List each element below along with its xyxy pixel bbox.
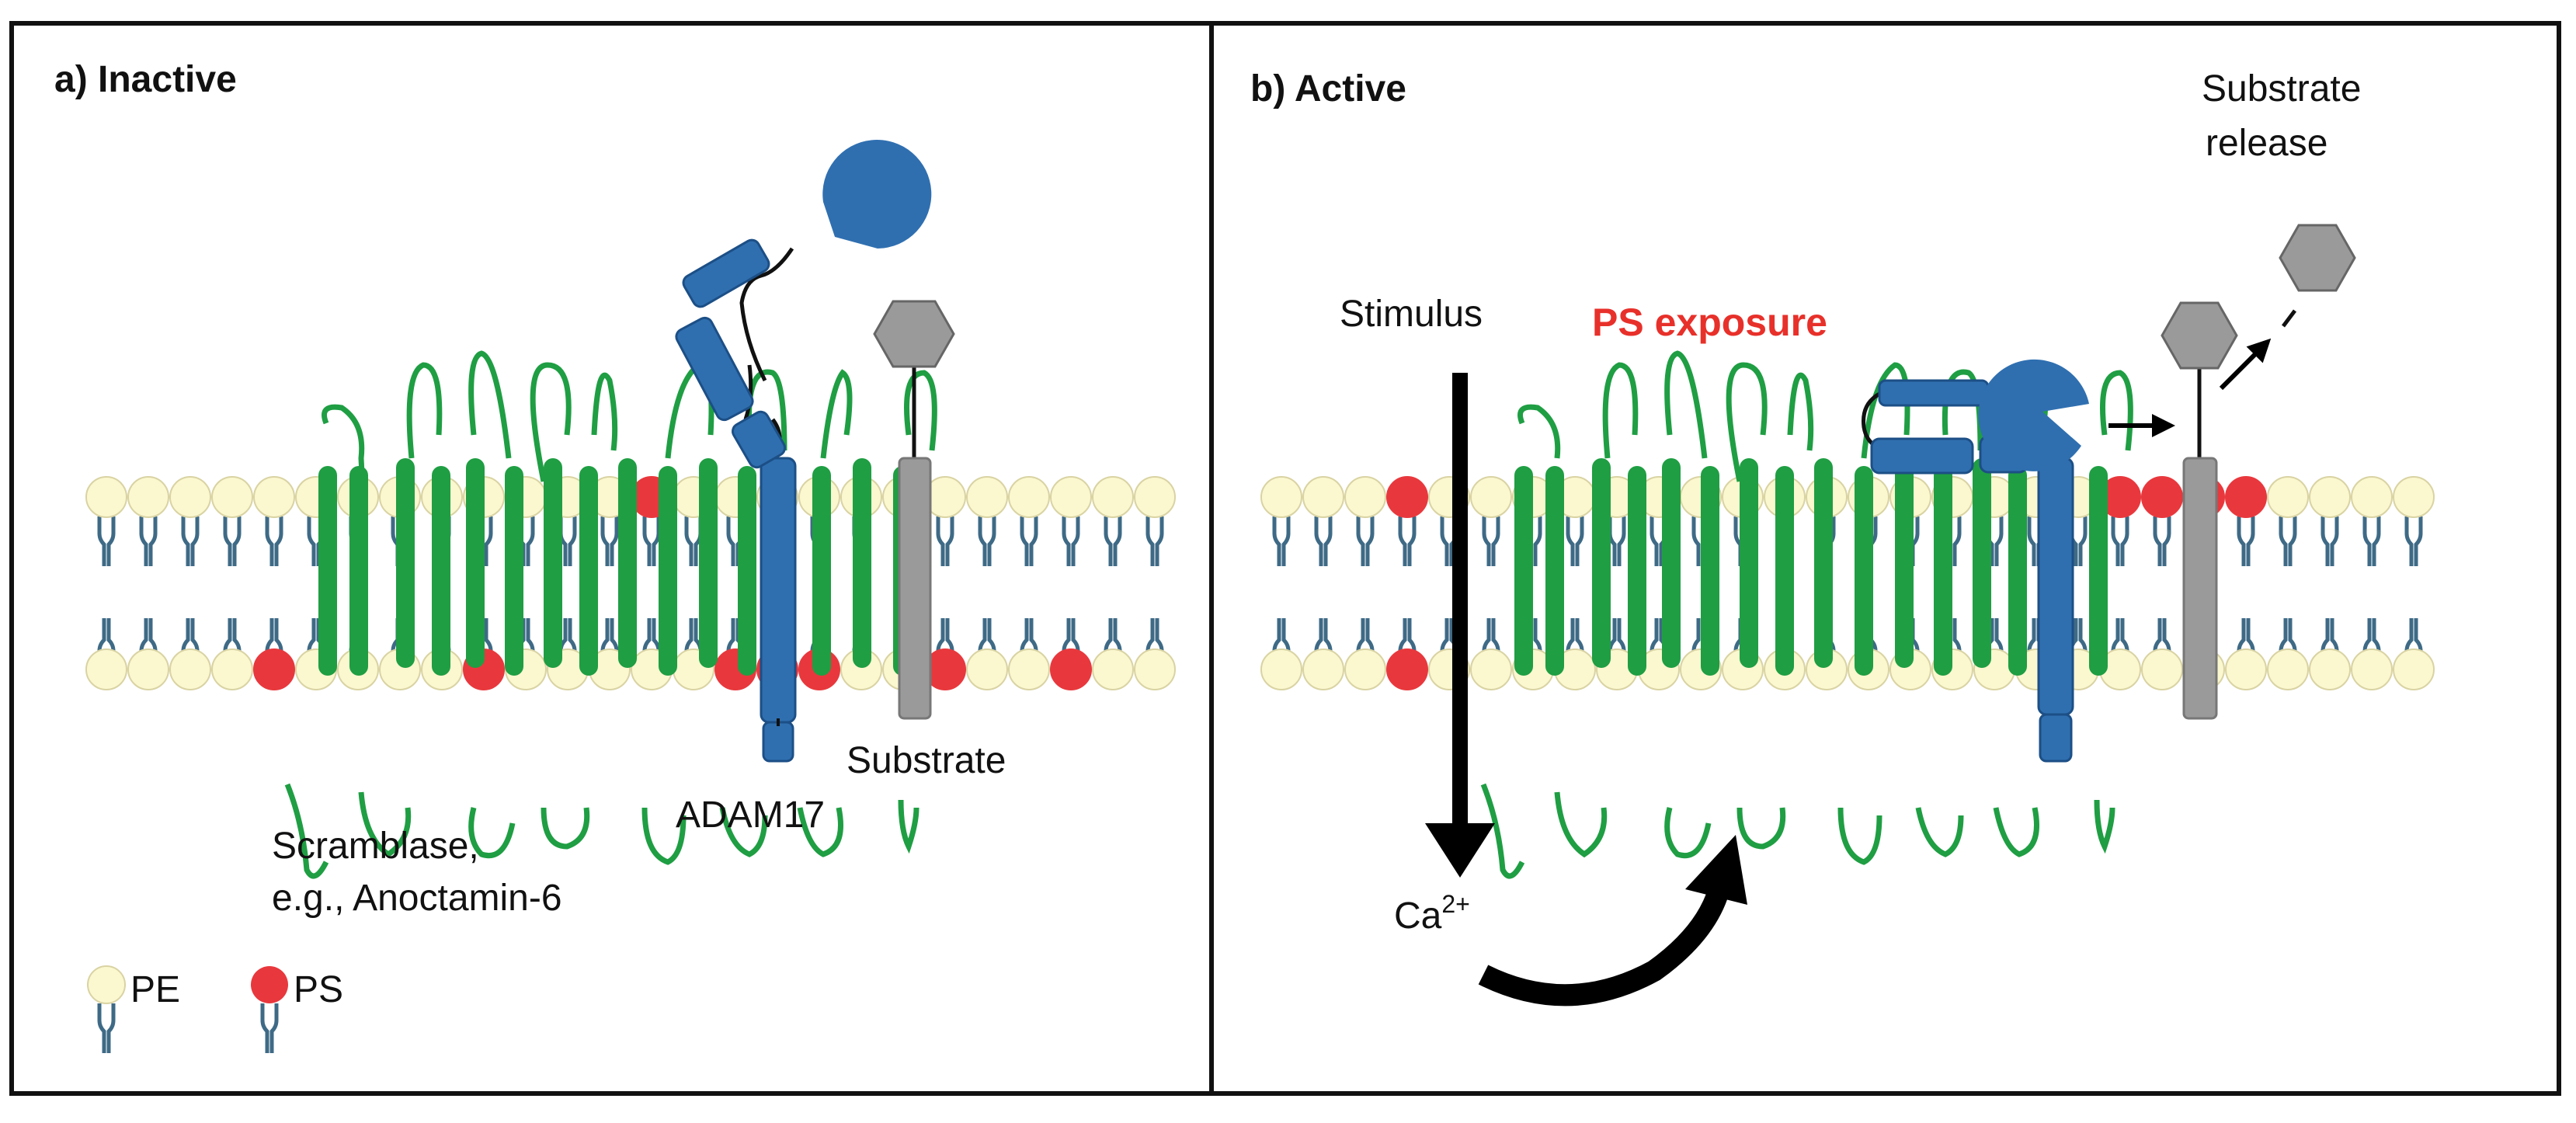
ps-icon bbox=[251, 966, 288, 1003]
ps-lipid-head bbox=[253, 648, 295, 690]
pe-lipid-head bbox=[2141, 648, 2183, 690]
stimulus-label: Stimulus bbox=[1340, 294, 1483, 335]
stimulus-arrowhead-icon bbox=[1425, 823, 1495, 878]
pe-lipid-head bbox=[1134, 648, 1176, 690]
pe-lipid-head bbox=[2393, 648, 2435, 690]
pe-lipid-head bbox=[1344, 476, 1386, 518]
pe-lipid-head bbox=[2393, 476, 2435, 518]
pe-lipid-head bbox=[1134, 476, 1176, 518]
ps-lipid-head bbox=[1386, 648, 1428, 690]
pe-lipid-head bbox=[1302, 476, 1344, 518]
scramblase-b bbox=[1480, 350, 2133, 879]
pe-lipid-head bbox=[1008, 648, 1050, 690]
pe-lipid-head bbox=[211, 476, 253, 518]
pe-lipid-head bbox=[85, 648, 127, 690]
pe-lipid-head bbox=[2309, 476, 2351, 518]
protease-icon bbox=[822, 140, 932, 249]
pe-lipid-head bbox=[127, 476, 169, 518]
adam17-b bbox=[1862, 359, 2089, 763]
legend-pe-label: PE bbox=[130, 969, 180, 1010]
release-label-line1: Substrate bbox=[2202, 68, 2361, 110]
pe-lipid-head bbox=[85, 476, 127, 518]
pe-lipid-head bbox=[2351, 648, 2393, 690]
ps-exposure-label: PS exposure bbox=[1592, 301, 1827, 344]
scramblase-label-line2: e.g., Anoctamin-6 bbox=[272, 878, 562, 919]
pe-lipid-head bbox=[1092, 648, 1134, 690]
calcium-arrowhead-icon bbox=[1685, 835, 1747, 905]
pe-lipid-head bbox=[127, 648, 169, 690]
adam17-label: ADAM17 bbox=[676, 794, 825, 836]
substrate-label: Substrate bbox=[846, 740, 1006, 781]
scramblase-a bbox=[284, 350, 937, 879]
calcium-superscript: 2+ bbox=[1441, 890, 1469, 918]
pe-lipid-head bbox=[211, 648, 253, 690]
pe-lipid-head bbox=[2351, 476, 2393, 518]
ps-lipid-head bbox=[1050, 648, 1092, 690]
pe-lipid-head bbox=[1008, 476, 1050, 518]
legend-ps-label: PS bbox=[294, 969, 343, 1010]
pe-lipid-head bbox=[169, 648, 211, 690]
pe-lipid-head bbox=[2309, 648, 2351, 690]
calcium-curved-arrow bbox=[1478, 882, 1731, 1007]
ps-lipid-head bbox=[2141, 476, 2183, 518]
substrate-b bbox=[2108, 224, 2356, 720]
pe-lipid-head bbox=[1470, 476, 1512, 518]
pe-lipid-head bbox=[1050, 476, 1092, 518]
pe-lipid-head bbox=[966, 648, 1008, 690]
legend: PE PS bbox=[87, 965, 343, 1053]
release-label-line2: release bbox=[2206, 123, 2327, 164]
panel-active: b) Active bbox=[1250, 68, 2435, 1007]
pe-lipid-head bbox=[966, 476, 1008, 518]
protease-b-icon bbox=[1978, 359, 2089, 471]
ps-lipid-head bbox=[1386, 476, 1428, 518]
pe-lipid-head bbox=[1470, 648, 1512, 690]
pe-lipid-head bbox=[2267, 648, 2309, 690]
substrate-a bbox=[873, 300, 955, 720]
pe-lipid-head bbox=[169, 476, 211, 518]
substrate-b-hexagon-icon bbox=[2161, 301, 2238, 370]
pe-lipid-head bbox=[1260, 476, 1302, 518]
pe-lipid-head bbox=[2267, 476, 2309, 518]
pe-icon bbox=[87, 965, 126, 1004]
scramblase-label-line1: Scramblase, bbox=[272, 826, 479, 867]
pe-lipid-head bbox=[2225, 648, 2267, 690]
pe-lipid-head bbox=[1302, 648, 1344, 690]
pe-lipid-head bbox=[253, 476, 295, 518]
substrate-hexagon-icon bbox=[873, 300, 955, 368]
panel-a-title: a) Inactive bbox=[54, 59, 237, 100]
pe-lipid-head bbox=[1344, 648, 1386, 690]
ps-lipid-head bbox=[2225, 476, 2267, 518]
calcium-label: Ca2+ bbox=[1394, 890, 1470, 937]
adam17-a bbox=[675, 140, 932, 763]
panel-b-title: b) Active bbox=[1250, 68, 1406, 110]
pe-lipid-head bbox=[1092, 476, 1134, 518]
panel-inactive: a) Inactive bbox=[54, 59, 1176, 1053]
pe-lipid-head bbox=[1260, 648, 1302, 690]
released-substrate-hexagon-icon bbox=[2279, 224, 2356, 292]
